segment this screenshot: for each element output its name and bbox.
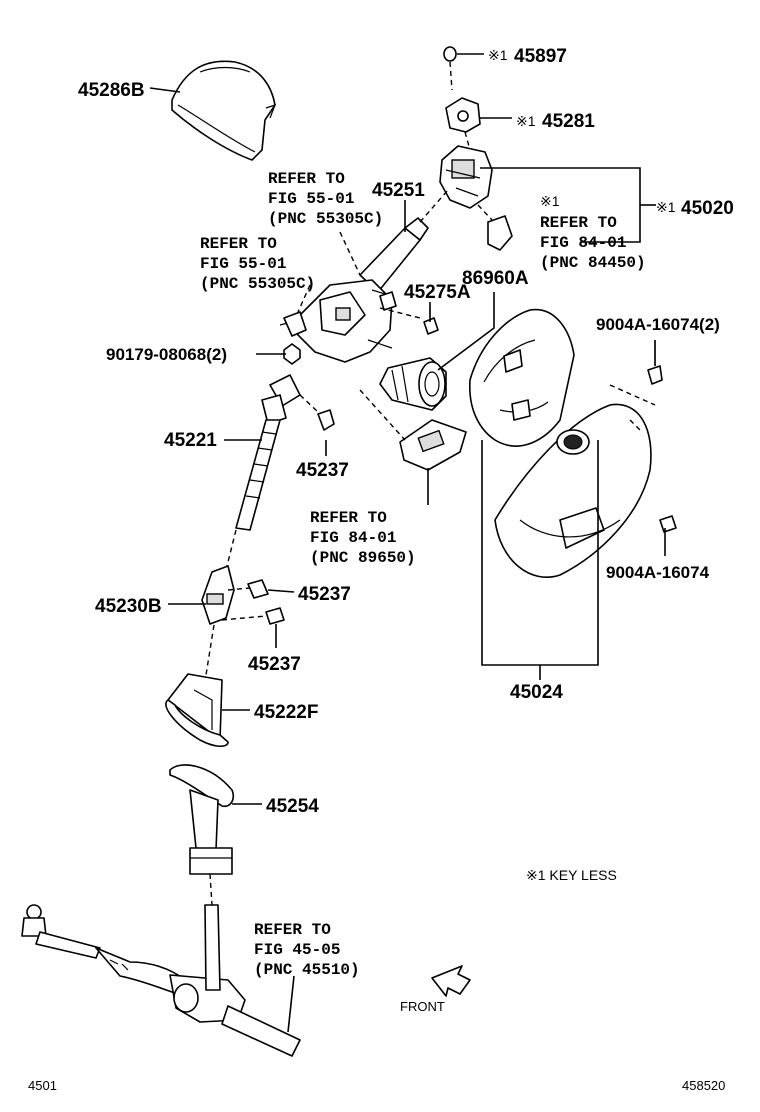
footer-right-code: 458520 (682, 1078, 725, 1093)
refer-fig-55-01-lower: REFER TO FIG 55-01 (PNC 55305C) (200, 235, 315, 293)
footer-left-code: 4501 (28, 1078, 57, 1093)
label-45254: 45254 (266, 796, 319, 817)
label-90179-08068-2: 90179-08068(2) (106, 345, 227, 364)
ref-line: FIG 55-01 (268, 190, 354, 208)
label-45237-a: 45237 (296, 460, 349, 481)
ref-line: REFER TO (254, 921, 331, 939)
ref-line: ※1 (540, 193, 560, 209)
nut-90179-08068-drawing (283, 343, 301, 365)
refer-fig-55-01-upper: REFER TO FIG 55-01 (PNC 55305C) (268, 170, 383, 228)
bolt-45237-c-drawing (221, 607, 285, 625)
bolt-45275A-drawing (423, 306, 439, 335)
label-45286B: 45286B (78, 80, 145, 101)
ref-line: REFER TO (540, 214, 617, 232)
ref-line: FIG 45-05 (254, 941, 340, 959)
intermediate-shaft-45221-drawing (225, 374, 301, 571)
ref-line: (PNC 55305C) (200, 275, 315, 293)
keyless-mark-45020: ※1 (656, 199, 676, 215)
column-housing-drawing (279, 279, 421, 363)
ref-line: FIG 84-01 (310, 529, 396, 547)
steering-rack-drawing (21, 904, 301, 1057)
label-45221: 45221 (164, 430, 217, 451)
label-45251: 45251 (372, 180, 425, 201)
label-45020: 45020 (681, 198, 734, 219)
label-45230B: 45230B (95, 596, 162, 617)
refer-fig-84-01-89650: REFER TO FIG 84-01 (PNC 89650) (310, 509, 416, 567)
label-86960A: 86960A (462, 268, 529, 289)
lower-column-cover-drawing (469, 308, 656, 578)
label-45222F: 45222F (254, 702, 318, 723)
screw-9004A-16074-drawing (659, 515, 677, 533)
column-shaft-45251-drawing (359, 189, 449, 293)
bolt-45237-b-drawing (247, 579, 269, 599)
front-label: FRONT (400, 999, 445, 1014)
ref-line: (PNC 55305C) (268, 210, 383, 228)
ecu-drawing (359, 389, 467, 471)
ref-line: FIG 84-01 (540, 234, 626, 252)
dust-cover-45222F-drawing (165, 673, 229, 748)
ref-line: FIG 55-01 (200, 255, 286, 273)
leader-lines (149, 53, 666, 1033)
label-9004A-16074-2: 9004A-16074(2) (596, 315, 720, 334)
motor-86960A-drawing (379, 357, 447, 411)
label-45275A: 45275A (404, 282, 471, 303)
ref-line: REFER TO (200, 235, 277, 253)
yoke-45230B-drawing (201, 565, 251, 676)
upper-column-cover-drawing (171, 60, 277, 161)
label-45024: 45024 (510, 682, 563, 703)
screw-45897-drawing (443, 46, 457, 91)
label-45237-c: 45237 (248, 654, 301, 675)
column-boot-45254-drawing (169, 764, 235, 906)
label-45237-b: 45237 (298, 584, 351, 605)
bracket-45281-drawing (445, 97, 481, 151)
ref-line: (PNC 89650) (310, 549, 416, 567)
keyless-mark-45897: ※1 (488, 47, 508, 63)
bolt-45237-a-drawing (299, 394, 335, 431)
refer-fig-84-01-84450: ※1 REFER TO FIG 84-01 (PNC 84450) (540, 193, 646, 272)
ref-line: REFER TO (310, 509, 387, 527)
refer-fig-45-05: REFER TO FIG 45-05 (PNC 45510) (254, 921, 360, 979)
lock-assembly-45020-drawing (439, 145, 513, 251)
ref-line: (PNC 45510) (254, 961, 360, 979)
label-45897: 45897 (514, 46, 567, 67)
ref-line: (PNC 84450) (540, 254, 646, 272)
front-arrow-icon (431, 965, 471, 997)
keyless-mark-45281: ※1 (516, 113, 536, 129)
keyless-note: ※1 KEY LESS (526, 867, 617, 883)
label-9004A-16074: 9004A-16074 (606, 563, 710, 582)
label-45281: 45281 (542, 111, 595, 132)
ref-line: REFER TO (268, 170, 345, 188)
